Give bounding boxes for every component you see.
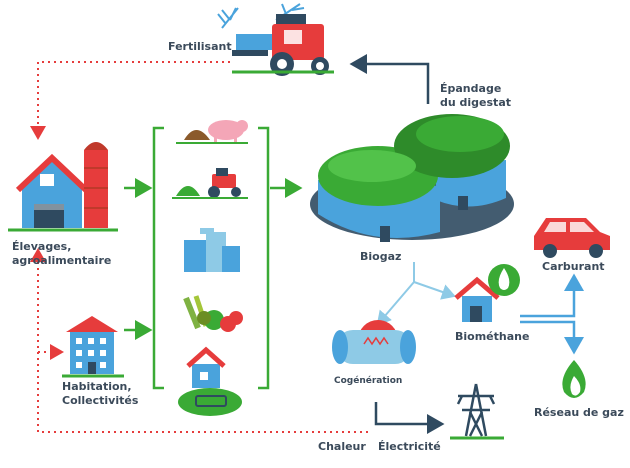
- reseau-de-gaz-label: Réseau de gaz: [534, 406, 624, 419]
- epandage-label-line2: du digestat: [440, 96, 512, 109]
- biomethane-to-uses-arrows: [520, 273, 584, 355]
- elevages-label-line2: agroalimentaire: [12, 254, 112, 267]
- carburant-label: Carburant: [542, 260, 605, 273]
- manure-pig-icon: [176, 120, 248, 144]
- crop-tractor-icon: [172, 168, 248, 199]
- biogaz-label: Biogaz: [360, 250, 402, 263]
- house-garden-icon: [178, 346, 242, 416]
- car-icon: [534, 218, 610, 258]
- biomethane-house-icon: [454, 264, 520, 322]
- storage-tanks-icon: [184, 228, 240, 272]
- tractor-icon: [217, 3, 334, 76]
- gas-flame-icon: [562, 360, 586, 398]
- habitation-label-line1: Habitation,: [62, 380, 132, 393]
- habitation-building-icon: [62, 316, 124, 378]
- biogas-digester-icon: [310, 114, 514, 242]
- cogeneration-to-electricite-arrow: [374, 402, 445, 434]
- biogaz-split-arrows: [376, 262, 456, 326]
- cogeneration-label: Cogénération: [334, 376, 403, 386]
- chaleur-label: Chaleur: [318, 440, 366, 453]
- elevages-label-line1: Élevages,: [12, 240, 72, 253]
- inputs-bracket-left: [152, 126, 164, 390]
- electricity-pylon-icon: [450, 383, 504, 440]
- epandage-flow-arrow: [349, 54, 430, 104]
- fertilisant-label: Fertilisant: [168, 40, 232, 53]
- habitation-label-line2: Collectivités: [62, 394, 139, 407]
- cogeneration-unit-icon: [332, 320, 416, 364]
- electricite-label: Électricité: [378, 440, 441, 453]
- biomethane-label: Biométhane: [455, 330, 530, 343]
- vegetables-icon: [183, 295, 243, 332]
- epandage-label-line1: Épandage: [440, 82, 502, 95]
- fertilisant-flow-arrow: [30, 61, 230, 140]
- inputs-bracket-right: [258, 126, 270, 390]
- farm-icon: [8, 142, 118, 232]
- chaleur-flow-arrow: [30, 248, 368, 433]
